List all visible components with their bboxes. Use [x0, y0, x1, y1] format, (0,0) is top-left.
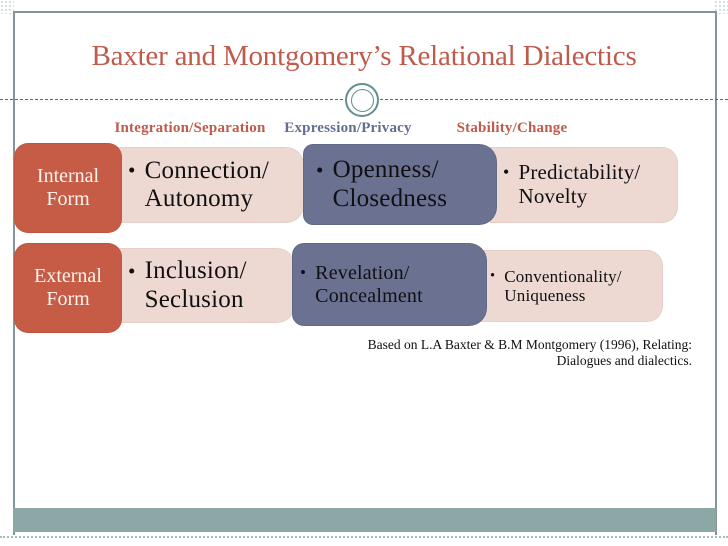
cell-text-line: Revelation/ [315, 261, 410, 284]
row2-cell2-slate-band [292, 243, 487, 326]
cell-text-line: Predictability/ [518, 160, 641, 185]
bullet-icon: • [503, 162, 510, 183]
slide-title: Baxter and Montgomery’s Relational Diale… [91, 40, 637, 72]
bullet-icon: • [128, 258, 136, 283]
row1-cell3-pink-band [490, 147, 678, 223]
circle-ornament-inner-ring [350, 88, 374, 112]
cell-text-line: Uniqueness [504, 286, 586, 305]
cell-text-line: Connection/ [144, 156, 270, 184]
bullet-icon: • [300, 263, 307, 283]
cell-text-line: Autonomy [144, 185, 254, 212]
bottom-dotted-line [0, 536, 728, 538]
cell-text-line: Seclusion [144, 285, 244, 313]
citation-line-1: Based on L.A Baxter & B.M Montgomery (19… [367, 337, 692, 352]
corner-dots-left [0, 0, 14, 14]
row-label-line: Internal [36, 165, 100, 187]
row-label-line: Form [46, 288, 90, 310]
cell-text-line: Novelty [518, 184, 588, 208]
cell-predictability-novelty: • Predictability/ Novelty [503, 147, 640, 223]
cell-text-line: Concealment [315, 284, 423, 307]
cell-text-line: Conventionality/ [504, 266, 622, 286]
row-label-internal-form: Internal Form [14, 143, 122, 233]
cell-conventionality-uniqueness: • Conventionality/ Uniqueness [490, 250, 622, 322]
circle-ornament [345, 83, 379, 117]
column-header-expression-privacy: Expression/Privacy [284, 120, 412, 136]
cell-connection-autonomy: • Connection/ Autonomy [128, 147, 269, 223]
bullet-icon: • [490, 267, 496, 284]
row1-cell2-slate-band [303, 144, 497, 225]
cell-text-line: Closedness [332, 184, 448, 212]
bullet-icon: • [128, 158, 136, 183]
column-header-stability-change: Stability/Change [456, 120, 568, 136]
cell-text-line: Openness/ [332, 156, 439, 183]
column-header-integration-separation: Integration/Separation [114, 120, 266, 136]
corner-dots-right [714, 0, 728, 14]
bullet-icon: • [316, 157, 324, 182]
row2-cell3-pink-band [478, 250, 663, 322]
cell-openness-closedness: • Openness/ Closedness [316, 144, 447, 225]
bottom-accent-bar [13, 508, 716, 532]
citation: Based on L.A Baxter & B.M Montgomery (19… [272, 337, 692, 368]
row-label-line: Form [46, 188, 90, 210]
cell-text-line: Inclusion/ [144, 257, 247, 284]
row-label-line: External [34, 265, 102, 287]
cell-inclusion-seclusion: • Inclusion/ Seclusion [128, 248, 247, 323]
citation-line-2: Dialogues and dialectics. [556, 352, 692, 368]
cell-revelation-concealment: • Revelation/ Concealment [300, 243, 423, 326]
row-label-external-form: External Form [14, 243, 122, 333]
